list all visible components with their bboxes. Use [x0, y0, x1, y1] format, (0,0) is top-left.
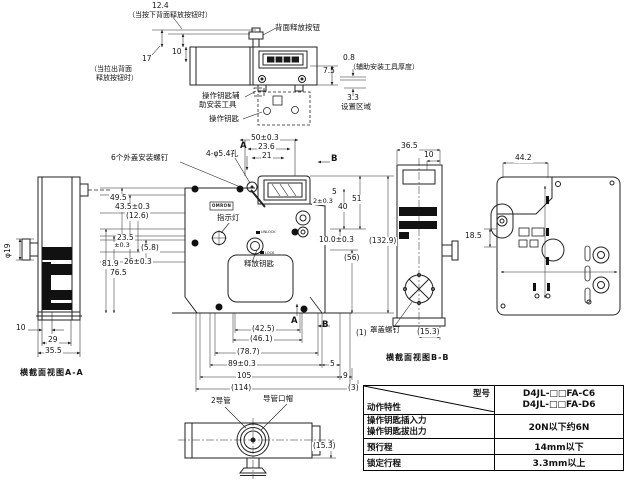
- key-tool-label-line1: 操作钥匙辅: [202, 91, 240, 100]
- dim-3: (3): [347, 383, 360, 393]
- table-row: 操作钥匙插入力 操作钥匙拔出力 20N以下约6N: [363, 413, 624, 440]
- row-pretravel-label: 预行程: [363, 438, 495, 456]
- conduit-cap-label: 导管口帽: [263, 394, 293, 403]
- note-press-button: （当按下背面释放按钮时）: [128, 11, 212, 19]
- dim-29: 29: [47, 335, 59, 345]
- dim-89: 89±0.3: [227, 359, 257, 369]
- omron-logo: OMRON: [212, 203, 232, 208]
- dim-78-7: (78.7): [236, 347, 261, 357]
- note-tool-thickness: （辅助安装工具厚度）: [349, 63, 419, 71]
- dim-17: 17: [142, 54, 152, 63]
- table-header-model: 型号: [472, 389, 490, 399]
- table-row: 预行程 14mm以下: [363, 438, 624, 456]
- dim-51: 51: [351, 194, 363, 204]
- dim-23-5: 23.5: [116, 233, 135, 243]
- dim-56: (56): [343, 253, 361, 263]
- indicator-label: 指示灯: [216, 213, 241, 223]
- dim-23-6: 23.6: [257, 142, 276, 152]
- dim-10-top: 10: [171, 47, 183, 57]
- key-tool-label-line2: 助安装工具: [199, 100, 237, 109]
- conduits-label: 2导管: [211, 396, 231, 405]
- lock-mark: LOCK: [265, 251, 275, 255]
- table-header-diagonal-cell: 型号 动作特性: [363, 385, 495, 415]
- dim-7-5: 7.5: [323, 66, 335, 75]
- release-key-label: 释放钥匙: [244, 259, 274, 268]
- note-pull-line2: 释放按钮时）: [96, 74, 138, 82]
- dim-35-5: 35.5: [44, 346, 63, 356]
- dim-23-5-tol: ±0.3: [113, 241, 131, 250]
- cover-screws-label: 6个外盖安装螺钉: [111, 153, 169, 162]
- key-extract-force-label: 操作钥匙拔出力: [367, 426, 427, 437]
- row-locking-travel-label: 锁定行程: [363, 454, 495, 472]
- dim-3-3: 3.3: [347, 93, 359, 102]
- section-mark-a-top: A: [240, 141, 247, 151]
- dim-40: 40: [337, 202, 349, 212]
- dim-26: 26±0.3: [123, 257, 153, 267]
- dim-43-5: 43.5±0.3: [114, 202, 151, 212]
- note-pull-line1: （当拉出背面: [90, 65, 132, 73]
- dim-42-5: (42.5): [251, 324, 276, 334]
- dim-36-5: 36.5: [400, 141, 419, 151]
- table-model-numbers: D4JL-□□FA-C6 D4JL-□□FA-D6: [494, 385, 624, 415]
- dim-12-6: (12.6): [125, 211, 150, 221]
- section-mark-b-top: B: [331, 154, 338, 164]
- rear-view: [484, 161, 621, 316]
- unlock-mark: UNLOCK: [261, 230, 276, 234]
- dim-114: (114): [230, 383, 253, 393]
- diagonal-divider: [364, 386, 495, 412]
- table-header-characteristic: 动作特性: [367, 403, 402, 413]
- row-key-force-label: 操作钥匙插入力 操作钥匙拔出力: [363, 413, 495, 440]
- dim-46-1: (46.1): [249, 334, 274, 344]
- dim-21: 21: [261, 151, 273, 161]
- model-number-1: D4JL-□□FA-C6: [522, 388, 596, 399]
- section-bb-caption: 横截面视图B-B: [386, 353, 450, 362]
- row-locking-travel-value: 3.3mm以上: [494, 454, 624, 472]
- table-row: 锁定行程 3.3mm以上: [363, 454, 624, 472]
- dim-9: 9: [342, 371, 349, 381]
- section-aa-caption: 横截面视图A-A: [20, 368, 84, 377]
- key-insert-force-label: 操作钥匙插入力: [367, 416, 427, 426]
- dim-10-aa: 10: [16, 323, 26, 332]
- dim-18-5: 18.5: [464, 231, 483, 241]
- section-mark-a-bottom: A: [291, 316, 298, 326]
- dim-81-9: 81.9: [101, 259, 120, 269]
- dim-44-2: 44.2: [514, 153, 533, 163]
- cover-screw-label: 罩盖螺钉: [370, 325, 400, 334]
- dim-5-right: 5: [329, 359, 336, 369]
- dim-12-4: 12.4: [152, 1, 169, 10]
- setting-area-label: 设置区域: [341, 102, 371, 111]
- dim-5-head: 5: [331, 187, 338, 197]
- dim-15-3-bb: (15.3): [416, 327, 441, 337]
- dim-132-9: (132.9): [368, 236, 398, 246]
- operation-key-label: 操作钥匙: [209, 114, 239, 123]
- spec-table: 型号 动作特性 D4JL-□□FA-C6 D4JL-□□FA-D6 操作钥匙插入…: [363, 385, 624, 472]
- dim-76-5: 76.5: [109, 268, 128, 278]
- dim-15-3-bottom: (15.3): [312, 441, 337, 451]
- dim-5-8: (5.8): [140, 243, 160, 253]
- dim-10-0: 10.0±0.3: [318, 235, 355, 245]
- mounting-holes-label: 4-φ5.4孔: [206, 149, 238, 158]
- dim-phi19: φ19: [3, 243, 12, 259]
- model-number-2: D4JL-□□FA-D6: [522, 400, 596, 410]
- rear-release-button-label: 背面释放按钮: [275, 23, 320, 32]
- dim-105: 105: [236, 371, 253, 381]
- top-view: [151, 15, 366, 126]
- section-mark-b-bottom: B: [322, 320, 329, 330]
- dim-10-bb: 10: [423, 150, 435, 160]
- dim-2: 2±0.3: [312, 197, 334, 206]
- row-pretravel-value: 14mm以下: [494, 438, 624, 456]
- section-bb-view: [392, 148, 459, 340]
- dim-49-5: 49.5: [109, 193, 128, 203]
- dim-0-8: 0.8: [343, 53, 355, 62]
- bottom-view: [178, 403, 336, 479]
- row-key-force-value: 20N以下约6N: [494, 413, 624, 440]
- section-aa-view: [16, 176, 112, 357]
- dim-50: 50±0.3: [250, 133, 280, 143]
- cover-screw-qty: (1): [356, 328, 367, 337]
